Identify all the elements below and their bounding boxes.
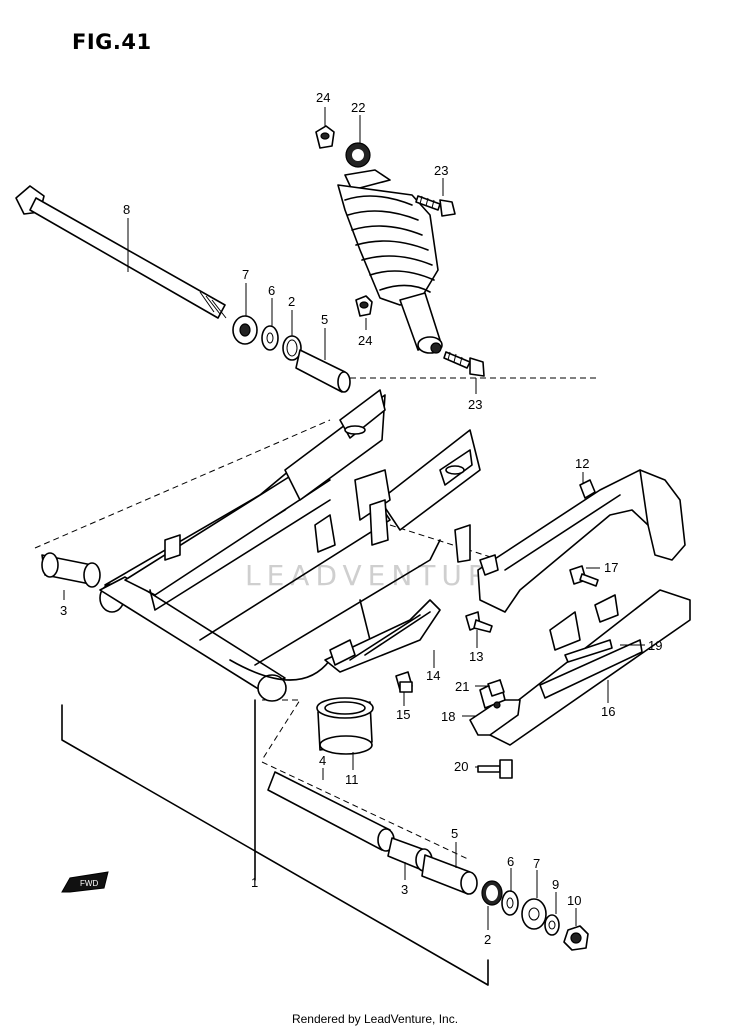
callout-labels: 24 22 23 8 7 6 2 5 24 23 12 17 3 19 13 1… — [60, 90, 662, 947]
chain-case-bolt — [569, 565, 599, 587]
leader-lines — [63, 107, 645, 930]
callout-21: 21 — [455, 679, 469, 694]
front-marker-text: FWD — [80, 879, 98, 888]
callout-7b: 7 — [533, 856, 540, 871]
shock-bolt-upper — [415, 195, 456, 217]
callout-19: 19 — [648, 638, 662, 653]
callout-15: 15 — [396, 707, 410, 722]
bracket-bolt — [487, 679, 505, 697]
callout-20: 20 — [454, 759, 468, 774]
case-bolt — [465, 611, 493, 633]
lower-pivot-hardware — [387, 837, 589, 951]
callout-12: 12 — [575, 456, 589, 471]
callout-23a: 23 — [434, 163, 448, 178]
callout-2b: 2 — [484, 932, 491, 947]
callout-5b: 5 — [451, 826, 458, 841]
callout-23b: 23 — [468, 397, 482, 412]
pivot-bolt — [15, 185, 227, 319]
pivot-sleeve — [267, 771, 395, 852]
callout-16: 16 — [601, 704, 615, 719]
shock-absorber — [337, 142, 443, 354]
callout-1: 1 — [251, 875, 258, 890]
footer-credit: Rendered by LeadVenture, Inc. — [291, 1012, 459, 1026]
callout-7a: 7 — [242, 267, 249, 282]
callout-24b: 24 — [358, 333, 372, 348]
watermark-text: LEADVENTURE — [245, 559, 517, 592]
callout-11: 11 — [345, 772, 359, 787]
callout-2a: 2 — [288, 294, 295, 309]
callout-24a: 24 — [316, 90, 330, 105]
bearing — [316, 697, 374, 755]
callout-10: 10 — [567, 893, 581, 908]
callout-6a: 6 — [268, 283, 275, 298]
callout-3a: 3 — [60, 603, 67, 618]
front-arrow-icon: FWD — [61, 871, 109, 893]
callout-14: 14 — [426, 668, 440, 683]
chain-guide-plate — [479, 589, 691, 746]
figure-title: FIG.41 — [72, 30, 152, 54]
chain-buffer — [324, 599, 441, 673]
guide-bolt — [477, 759, 513, 779]
shock-nut-lower — [355, 295, 373, 317]
swingarm — [61, 389, 489, 986]
callout-17: 17 — [604, 560, 618, 575]
callout-9: 9 — [552, 877, 559, 892]
chain-case — [477, 469, 686, 613]
shock-nut-upper — [315, 125, 335, 149]
callout-18: 18 — [441, 709, 455, 724]
callout-6b: 6 — [507, 854, 514, 869]
callout-22: 22 — [351, 100, 365, 115]
callout-5a: 5 — [321, 312, 328, 327]
shock-bolt-lower — [443, 351, 485, 377]
callout-3b: 3 — [401, 882, 408, 897]
callout-8: 8 — [123, 202, 130, 217]
upper-pivot-hardware — [232, 315, 351, 393]
callout-13: 13 — [469, 649, 483, 664]
callout-4: 4 — [319, 753, 326, 768]
bushing-left — [41, 552, 101, 588]
buffer-bolt — [395, 671, 413, 693]
